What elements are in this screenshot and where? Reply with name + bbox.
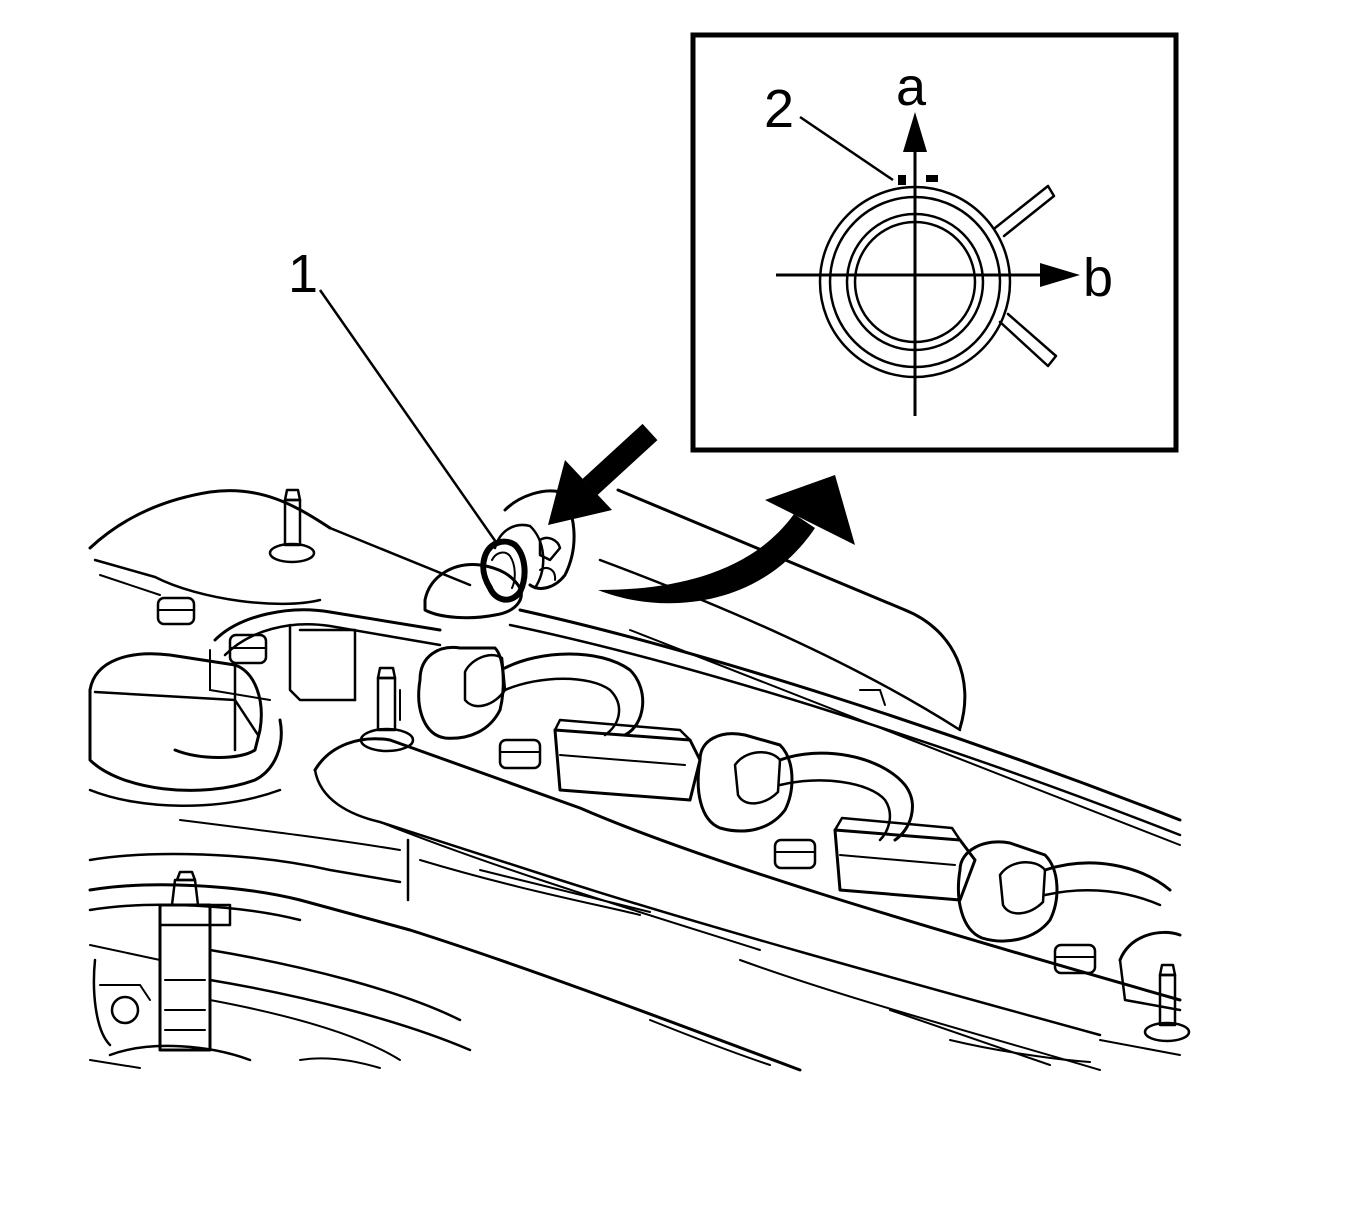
bolt-1 (156, 596, 196, 626)
callout-1: 1 (288, 244, 318, 304)
connector-1 (553, 718, 702, 802)
pointer-arrow (548, 423, 658, 525)
bolt-3 (498, 738, 542, 770)
injector-1 (417, 645, 645, 740)
bolt-4 (773, 838, 817, 870)
axis-a-arrowhead (903, 112, 927, 152)
stud-top-left (268, 488, 316, 564)
leader-1 (318, 289, 500, 546)
curved-arrow (598, 475, 855, 604)
engine-assembly (88, 289, 1191, 1072)
axis-b-arrowhead (1040, 263, 1080, 287)
stud-lower-right (1143, 963, 1191, 1043)
injector-3 (956, 840, 1172, 943)
oil-filler-cap (88, 652, 283, 807)
connector-2 (833, 816, 977, 902)
inset-frame (690, 32, 1179, 453)
leader-2 (799, 115, 894, 182)
detail-inset: 2 a b (690, 32, 1179, 453)
callout-b: b (1083, 248, 1113, 308)
hose-with-clamp (423, 489, 576, 620)
stud-middle (359, 666, 415, 753)
bolt-5 (1053, 943, 1097, 975)
callout-2: 2 (764, 79, 794, 139)
callout-a: a (896, 57, 927, 117)
injector-2 (696, 732, 914, 842)
stud-lower-left (158, 870, 232, 1052)
